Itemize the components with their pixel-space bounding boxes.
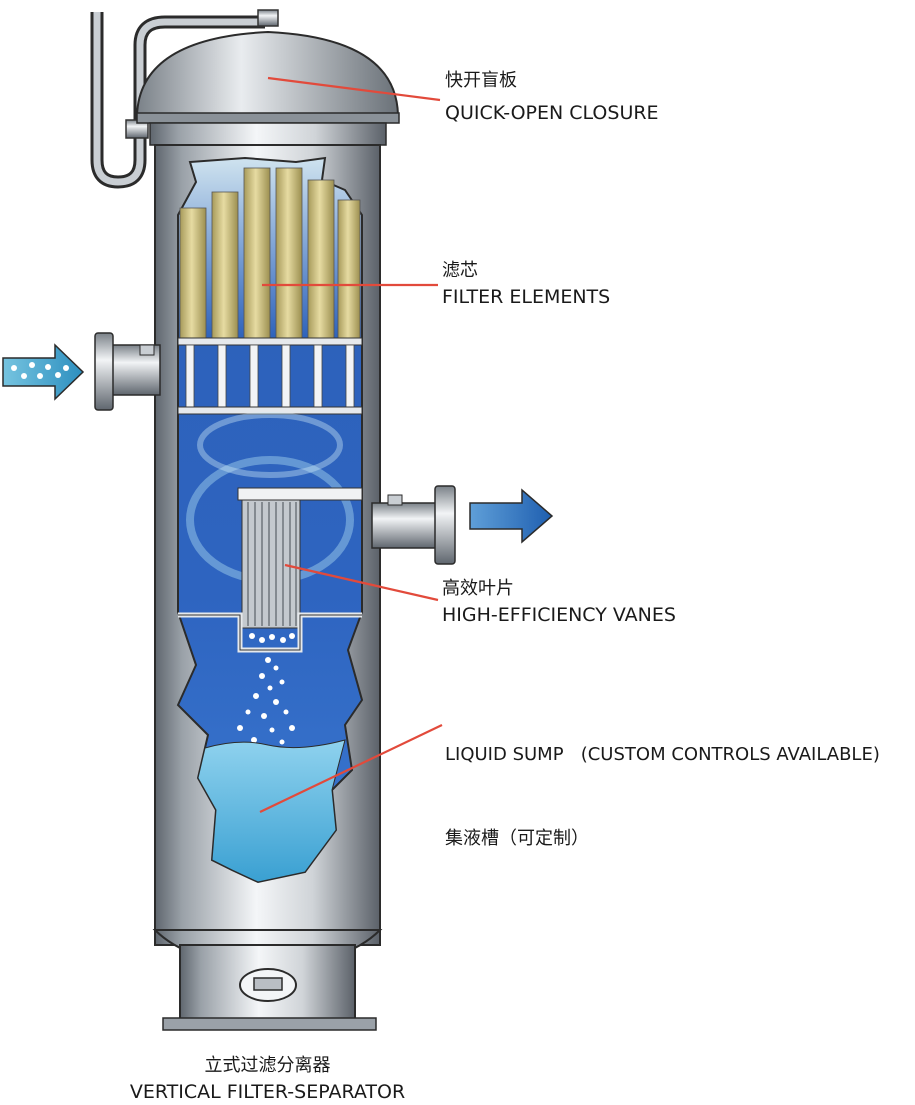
quick-open-closure [135, 30, 400, 116]
inlet-nozzle [94, 332, 161, 411]
inlet-arrow [2, 343, 85, 401]
outlet-arrow [469, 488, 554, 544]
caption: 立式过滤分离器 VERTICAL FILTER-SEPARATOR [0, 1053, 535, 1105]
label-filter-elements: 滤芯 FILTER ELEMENTS [442, 258, 610, 310]
label-high-efficiency-vanes: 高效叶片 HIGH-EFFICIENCY VANES [442, 576, 676, 628]
liquid-sump-water [197, 739, 346, 883]
filter-elements [179, 167, 361, 339]
droplets [237, 633, 295, 745]
label-cn: 滤芯 [442, 260, 478, 281]
label-quick-open-closure: 快开盲板 QUICK-OPEN CLOSURE [445, 68, 659, 126]
label-en: LIQUID SUMP (CUSTOM CONTROLS AVAILABLE) [445, 744, 880, 765]
outlet-nozzle [371, 485, 456, 565]
label-en: HIGH-EFFICIENCY VANES [442, 604, 676, 626]
label-cn: 快开盲板 [445, 70, 517, 91]
caption-en: VERTICAL FILTER-SEPARATOR [129, 1081, 406, 1103]
label-cn: 高效叶片 [442, 578, 514, 599]
label-en: QUICK-OPEN CLOSURE [445, 102, 659, 124]
high-efficiency-vanes [237, 487, 363, 629]
label-cn: 集液槽（可定制） [445, 828, 589, 849]
label-en: FILTER ELEMENTS [442, 286, 611, 308]
caption-cn: 立式过滤分离器 [204, 1055, 331, 1076]
leader-lines [259, 76, 443, 813]
label-liquid-sump: LIQUID SUMP (CUSTOM CONTROLS AVAILABLE) … [445, 690, 880, 878]
